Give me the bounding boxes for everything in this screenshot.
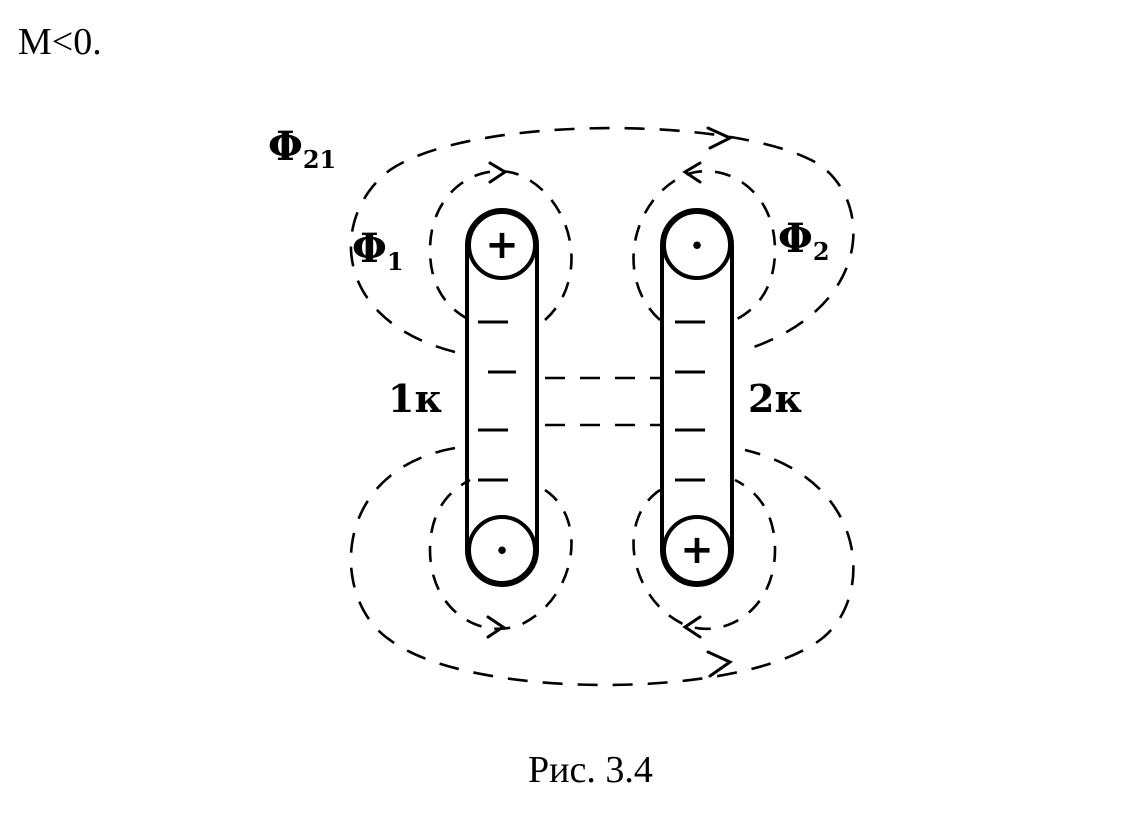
arrow-mutual-bottom-icon <box>706 650 734 678</box>
flux-1-label: Φ1 <box>352 225 404 276</box>
arrow-flux-2-bottom-icon <box>682 615 702 639</box>
arrow-flux-1-top-icon <box>488 161 508 184</box>
flux-2-subscript: 2 <box>813 237 830 266</box>
coil-1-top-terminal <box>467 210 537 280</box>
flux-1-subscript: 1 <box>387 247 404 276</box>
flux-1-line-bottom <box>428 478 573 631</box>
coil-1-bottom-polarity: • <box>494 537 509 567</box>
flux-2-symbol: Φ <box>778 215 813 262</box>
page-heading: M<0. <box>18 21 102 63</box>
flux-mutual-symbol: Φ <box>268 123 303 170</box>
coil-2-top-terminal <box>662 210 732 280</box>
coil-2-internal-dashes <box>675 320 705 482</box>
arrow-flux-2-top-icon <box>682 161 702 184</box>
flux-1-symbol: Φ <box>352 225 387 272</box>
coil-2-label: 2к <box>748 376 802 421</box>
arrow-mutual-top-icon <box>706 126 734 150</box>
coil-2-bottom-polarity: + <box>680 527 714 573</box>
flux-mutual-label: Φ21 <box>268 123 336 174</box>
flux-2-label: Φ2 <box>778 215 830 266</box>
figure-caption: Рис. 3.4 <box>528 749 653 791</box>
mutual-flux-line-bottom <box>349 446 855 687</box>
coil-2-bottom-terminal <box>662 515 732 585</box>
coil-1-top-polarity: + <box>485 222 519 268</box>
mutual-flux-line-top <box>349 126 855 354</box>
flux-2-line-top <box>632 169 777 322</box>
coil-1-label: 1к <box>388 376 442 421</box>
flux-1-line-top <box>428 169 573 322</box>
flux-2-line-bottom <box>632 478 777 631</box>
arrow-flux-1-bottom-icon <box>486 615 506 639</box>
coil-1-bottom-terminal <box>467 515 537 585</box>
flux-mutual-subscript: 21 <box>303 145 336 174</box>
coil-2-top-polarity: • <box>689 232 704 262</box>
coil-1-internal-dashes <box>478 320 516 482</box>
